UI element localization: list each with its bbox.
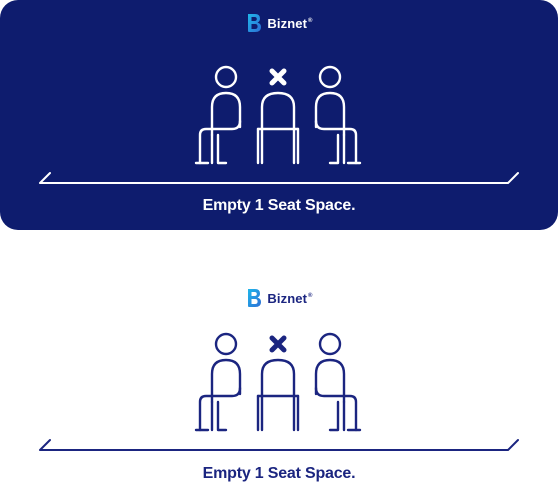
seated-person-icon (314, 65, 362, 165)
brand-logo: Biznet® (0, 12, 558, 34)
seated-person-icon (194, 65, 242, 165)
biznet-logo-icon (248, 14, 262, 32)
light-panel: Biznet® (0, 272, 558, 494)
brand-name: Biznet® (267, 15, 313, 31)
seating-illustration (39, 65, 519, 184)
biznet-logo-icon (248, 289, 262, 307)
empty-seat-cross-icon (256, 68, 300, 165)
seating-illustration (39, 332, 519, 451)
floor-line (39, 439, 519, 451)
caption: Empty 1 Seat Space. (202, 465, 356, 482)
dark-panel: Biznet® (0, 0, 558, 230)
caption: Empty 1 Seat Space. (202, 197, 356, 214)
seated-person-icon (314, 332, 362, 432)
seated-person-icon (194, 332, 242, 432)
brand-name: Biznet® (267, 290, 313, 306)
empty-seat-cross-icon (256, 335, 300, 432)
brand-logo: Biznet® (0, 287, 558, 309)
floor-line (39, 172, 519, 184)
